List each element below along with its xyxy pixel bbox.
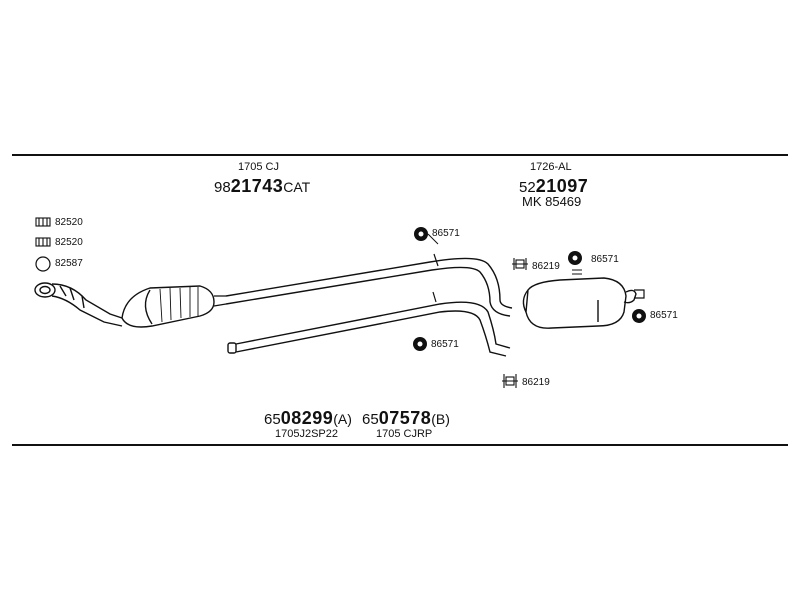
- footer-b-suffix: (B): [431, 411, 450, 427]
- footer-catalog-b: 6507578(B): [362, 409, 450, 428]
- gasket-clip-icon: [35, 217, 51, 227]
- footer-a-main: 08299: [280, 408, 334, 428]
- footer-b-main: 07578: [378, 408, 432, 428]
- right-catalog-number: 5221097: [519, 177, 588, 196]
- right-code-main: 21097: [535, 176, 589, 196]
- gasket-clip-icon: [35, 237, 51, 247]
- footer-b-prefix: 65: [362, 411, 379, 428]
- legend-part-3: 82587: [55, 258, 83, 269]
- tail-pipe: [634, 289, 645, 299]
- callout-hanger-top: 86571: [432, 228, 460, 239]
- rear-muffler: [522, 269, 637, 329]
- front-downpipe: [34, 282, 123, 327]
- callout-hanger-center: 86571: [431, 339, 459, 350]
- rubber-hanger-icon: [413, 337, 427, 351]
- left-code-main: 21743: [230, 176, 284, 196]
- callout-hanger-muffler: 86571: [591, 254, 619, 265]
- footer-catalog-a: 6508299(A): [264, 409, 352, 428]
- callout-hanger-tail: 86571: [650, 310, 678, 321]
- rubber-hanger-icon: [414, 227, 439, 245]
- intermediate-pipe-a: [225, 253, 513, 317]
- legend-part-1: 82520: [55, 217, 83, 228]
- footer-a-prefix: 65: [264, 411, 281, 428]
- right-code-prefix: 52: [519, 179, 536, 196]
- callout-clamp-mid: 86219: [532, 261, 560, 272]
- right-model-label: 1726-AL: [530, 161, 572, 173]
- callout-clamp-bottom: 86219: [522, 377, 550, 388]
- right-kit-number: MK 85469: [522, 194, 582, 209]
- intermediate-pipe-b: [227, 291, 511, 357]
- legend-part-2: 82520: [55, 237, 83, 248]
- clamp-icon: [502, 374, 518, 388]
- clamp-icon: [512, 258, 528, 270]
- left-code-prefix: 98: [214, 179, 231, 196]
- ring-gasket-icon: [35, 256, 51, 272]
- left-model-label: 1705 CJ: [238, 161, 279, 173]
- footer-b-model: 1705 CJRP: [376, 428, 433, 440]
- rubber-hanger-icon: [632, 309, 646, 323]
- left-catalog-number: 9821743CAT: [214, 177, 310, 196]
- bottom-divider: [12, 444, 788, 446]
- rubber-hanger-icon: [568, 251, 582, 265]
- footer-a-suffix: (A): [333, 411, 352, 427]
- catalytic-converter: [121, 285, 227, 328]
- left-code-suffix: CAT: [283, 179, 311, 195]
- top-divider: [12, 154, 788, 156]
- footer-a-model: 1705J2SP22: [275, 428, 338, 440]
